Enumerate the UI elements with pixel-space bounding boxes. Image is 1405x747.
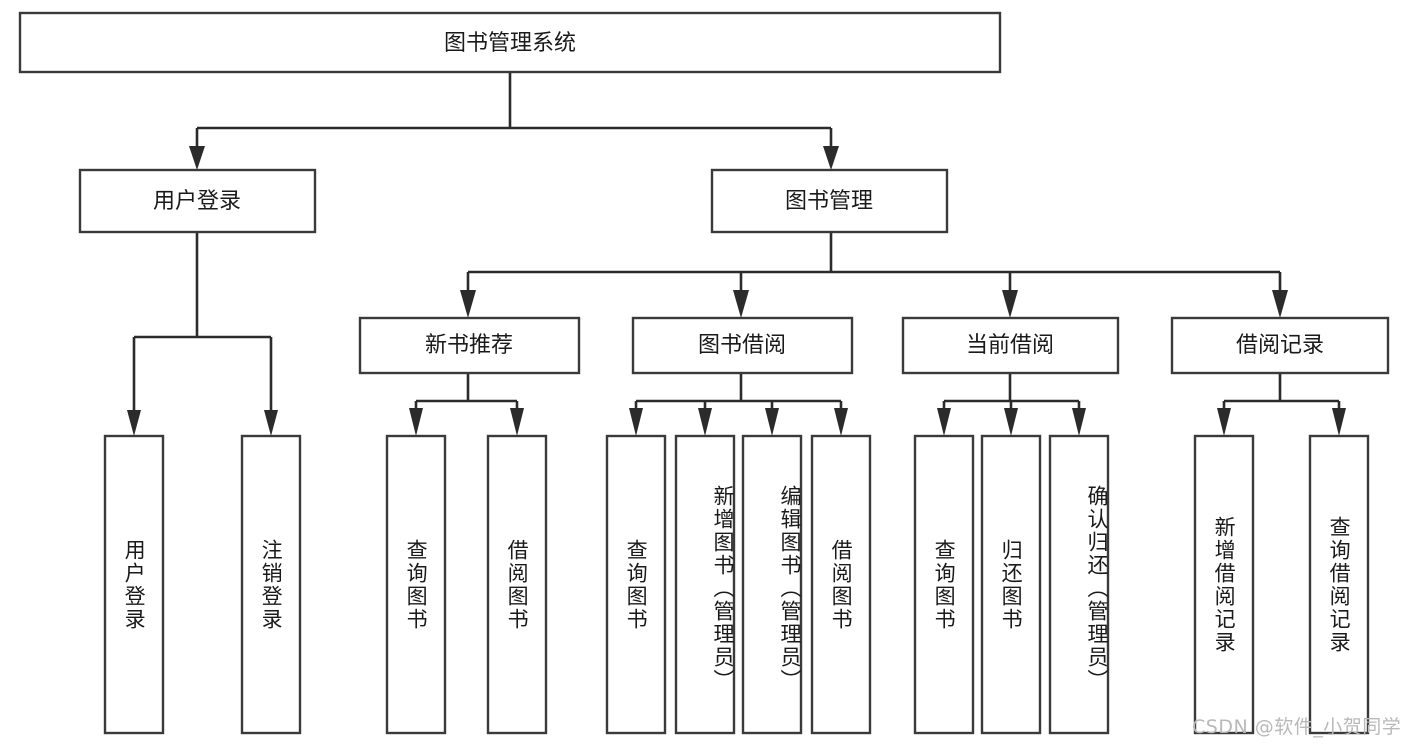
arrow-head-leaf-return-book [1004,408,1018,436]
node-label-book-manage: 图书管理 [785,189,873,214]
node-box-new-book-recommend[interactable] [358,316,581,375]
node-box-leaf-query-book-3[interactable] [913,434,975,735]
arrow-head-leaf-add-book [698,408,712,436]
connector-group-borrow-record [1217,373,1346,436]
node-box-leaf-return-book[interactable] [980,434,1042,735]
connector-group-root [189,72,839,170]
node-box-leaf-confirm-return[interactable] [1048,434,1110,735]
arrow-head-borrow-record [1272,290,1288,318]
node-box-leaf-edit-book[interactable] [741,434,803,735]
arrow-head-leaf-logout-login [264,410,278,436]
node-box-leaf-add-record[interactable] [1193,434,1255,735]
node-box-book-borrow[interactable] [631,316,854,375]
node-label-current-borrow: 当前借阅 [966,333,1054,358]
arrow-head-leaf-edit-book [765,408,779,436]
node-box-leaf-user-login[interactable] [103,434,165,735]
arrow-head-leaf-add-record [1217,408,1231,436]
node-box-book-manage[interactable] [710,168,949,234]
node-label-borrow-record: 借阅记录 [1236,333,1324,358]
arrow-head-leaf-borrow-book-2 [834,408,848,436]
node-box-leaf-add-book[interactable] [674,434,736,735]
node-box-leaf-query-record[interactable] [1308,434,1370,735]
arrow-head-leaf-confirm-return [1072,408,1086,436]
arrow-head-leaf-query-book-3 [937,408,951,436]
arrow-head-leaf-query-book-2 [629,408,643,436]
node-box-system[interactable] [18,11,1002,74]
connector-group-book-borrow [629,373,848,436]
node-label-book-borrow: 图书借阅 [698,333,786,358]
arrow-head-user-login [189,146,205,170]
node-box-leaf-logout-login[interactable] [240,434,302,735]
arrow-head-leaf-borrow-book-1 [510,408,524,436]
node-box-leaf-borrow-book-1[interactable] [486,434,548,735]
node-box-user-login[interactable] [78,168,317,234]
node-label-system: 图书管理系统 [444,31,576,56]
arrow-head-current-borrow [1002,290,1018,318]
connector-group-book-manage [460,232,1288,318]
node-label-new-book-recommend: 新书推荐 [425,333,513,358]
node-label-user-login: 用户登录 [153,189,241,214]
csdn-watermark: CSDN @软件_小贺同学 [1192,716,1402,738]
arrow-head-leaf-query-book-1 [409,408,423,436]
arrow-head-leaf-user-login [127,410,141,436]
node-box-leaf-borrow-book-2[interactable] [810,434,872,735]
node-box-leaf-query-book-2[interactable] [605,434,667,735]
connector-group-user-login [127,232,278,436]
arrow-head-new-book-recommend [460,290,476,318]
node-box-leaf-query-book-1[interactable] [385,434,447,735]
node-box-borrow-record[interactable] [1170,316,1390,375]
connector-group-current-borrow [937,373,1086,436]
connector-group-new-book-recommend [409,373,524,436]
arrow-head-book-borrow [733,290,749,318]
arrow-head-leaf-query-record [1332,408,1346,436]
node-box-current-borrow[interactable] [901,316,1120,375]
arrow-head-book-manage [823,146,839,170]
